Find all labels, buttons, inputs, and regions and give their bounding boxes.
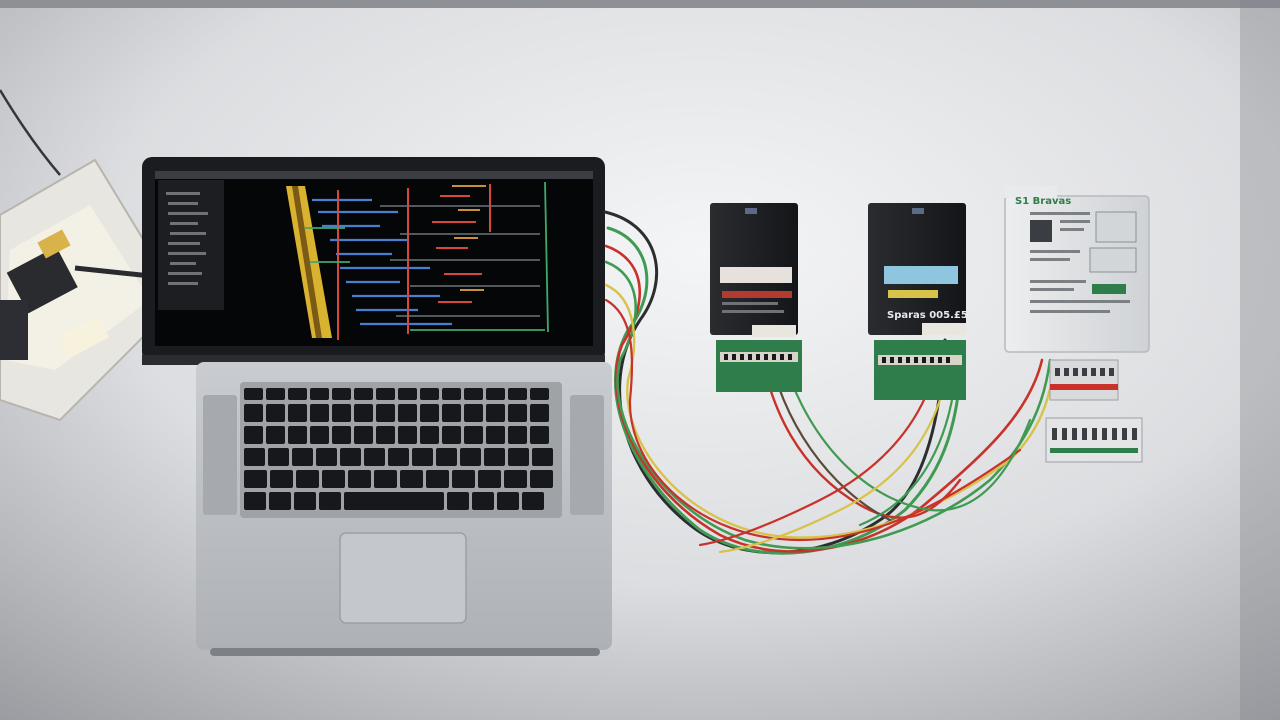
keyboard-key — [376, 388, 395, 400]
drive-2-label: Sparas 005.£5 — [887, 310, 968, 321]
keyboard-key — [442, 388, 461, 400]
keyboard-key — [348, 470, 371, 488]
keyboard-key — [484, 448, 505, 466]
drive-2-display — [884, 266, 958, 284]
keyboard-key — [244, 470, 267, 488]
keyboard-key — [244, 448, 265, 466]
keyboard-key — [442, 426, 461, 444]
plc-label: S1 Bravas — [1015, 196, 1071, 207]
keyboard-key — [420, 388, 439, 400]
keyboard-key — [478, 470, 501, 488]
keyboard-key — [292, 448, 313, 466]
keyboard-key — [436, 448, 457, 466]
keyboard-key — [270, 470, 293, 488]
drive-1 — [710, 203, 802, 392]
keyboard-key — [322, 470, 345, 488]
keyboard-key — [244, 492, 266, 510]
keyboard-key — [354, 426, 373, 444]
keyboard-key — [426, 470, 449, 488]
keyboard-key — [530, 470, 553, 488]
keyboard-key — [442, 404, 461, 422]
keyboard-key — [310, 426, 329, 444]
keyboard-key — [464, 426, 483, 444]
keyboard-key — [376, 404, 395, 422]
drive-2: Sparas 005.£5 — [868, 203, 968, 400]
keyboard-key — [464, 388, 483, 400]
keyboard-key — [398, 404, 417, 422]
keyboard-key — [530, 426, 549, 444]
keyboard-key — [522, 492, 544, 510]
right-edge-shadow — [1240, 0, 1280, 720]
keyboard-key — [332, 404, 351, 422]
keyboard-key — [497, 492, 519, 510]
laptop — [142, 157, 612, 656]
keyboard-key — [288, 404, 307, 422]
keyboard-key — [376, 426, 395, 444]
keyboard-key — [532, 448, 553, 466]
keyboard-key — [310, 388, 329, 400]
keyboard-key — [269, 492, 291, 510]
keyboard-key — [244, 404, 263, 422]
keyboard-key — [530, 388, 549, 400]
keyboard-key — [354, 388, 373, 400]
keyboard-key — [266, 388, 285, 400]
keyboard-key — [508, 404, 527, 422]
drive-1-terminal-block — [752, 325, 796, 337]
keyboard-key — [412, 448, 433, 466]
keyboard-key — [504, 470, 527, 488]
keyboard-key — [332, 388, 351, 400]
keyboard-key — [244, 388, 263, 400]
keyboard-key — [294, 492, 316, 510]
trackpad — [339, 532, 467, 624]
right-speaker — [570, 395, 604, 515]
keyboard-key — [316, 448, 337, 466]
keyboard-key — [508, 448, 529, 466]
keyboard-key — [398, 388, 417, 400]
keyboard-key — [420, 404, 439, 422]
keyboard-key — [420, 426, 439, 444]
keyboard-key — [452, 470, 475, 488]
keyboard-keys — [244, 388, 553, 510]
keyboard-key — [398, 426, 417, 444]
keyboard-key — [266, 426, 285, 444]
keyboard-key — [310, 404, 329, 422]
keyboard-key — [266, 404, 285, 422]
keyboard-key — [288, 388, 307, 400]
keyboard-key — [344, 492, 444, 510]
keyboard-key — [364, 448, 385, 466]
keyboard-key — [288, 426, 307, 444]
desk-top-edge — [0, 0, 1280, 8]
keyboard-key — [388, 448, 409, 466]
keyboard-key — [244, 426, 263, 444]
plc-panel-details — [1030, 211, 1137, 313]
keyboard-key — [486, 426, 505, 444]
circuit-board — [0, 89, 182, 422]
keyboard-key — [319, 492, 341, 510]
keyboard-key — [332, 426, 351, 444]
keyboard-key — [486, 388, 505, 400]
keyboard-key — [268, 448, 289, 466]
keyboard-key — [296, 470, 319, 488]
keyboard-key — [464, 404, 483, 422]
code-lines — [305, 181, 549, 340]
keyboard-key — [400, 470, 423, 488]
plc-controller: S1 Bravas — [1004, 186, 1150, 463]
keyboard-key — [374, 470, 397, 488]
drive-2-terminal-block — [922, 323, 966, 335]
keyboard-key — [486, 404, 505, 422]
keyboard-key — [508, 388, 527, 400]
laptop-screen — [155, 171, 593, 346]
keyboard-key — [472, 492, 494, 510]
plc-io-terminals-upper — [1049, 359, 1119, 401]
keyboard-key — [508, 426, 527, 444]
keyboard-key — [460, 448, 481, 466]
keyboard-key — [447, 492, 469, 510]
wiring — [603, 210, 1056, 555]
drive-1-display — [720, 267, 792, 283]
keyboard-key — [530, 404, 549, 422]
keyboard-key — [354, 404, 373, 422]
keyboard-key — [340, 448, 361, 466]
left-speaker — [203, 395, 237, 515]
